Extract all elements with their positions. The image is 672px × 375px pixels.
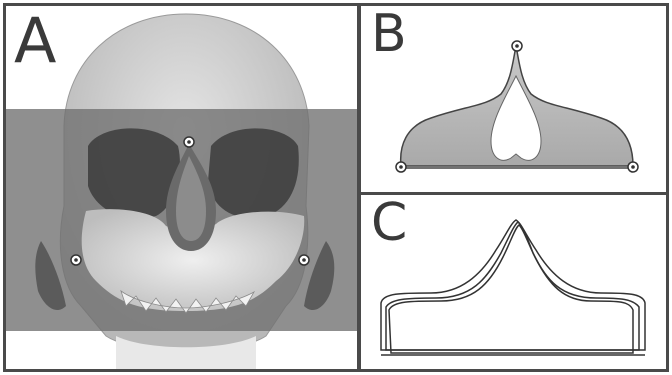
landmark-right-zygion	[299, 255, 309, 265]
nasal-opening-shape	[491, 76, 541, 160]
panel-b: B	[358, 3, 669, 196]
midface-outline	[361, 6, 666, 193]
outline-2	[386, 222, 639, 350]
outline-1	[381, 220, 645, 350]
landmark-b-left	[396, 162, 406, 172]
outline-3	[389, 225, 633, 353]
skull-illustration	[6, 6, 357, 369]
left-orbit-shape	[88, 128, 180, 218]
panel-c-letter: C	[371, 197, 407, 249]
landmark-nasion	[184, 137, 194, 147]
panel-a: A	[3, 3, 360, 372]
landmark-left-zygion	[71, 255, 81, 265]
landmark-b-right	[628, 162, 638, 172]
panel-c: C	[358, 192, 669, 372]
landmark-b-top	[512, 41, 522, 51]
panel-b-letter: B	[371, 8, 407, 60]
panel-a-letter: A	[14, 10, 56, 72]
